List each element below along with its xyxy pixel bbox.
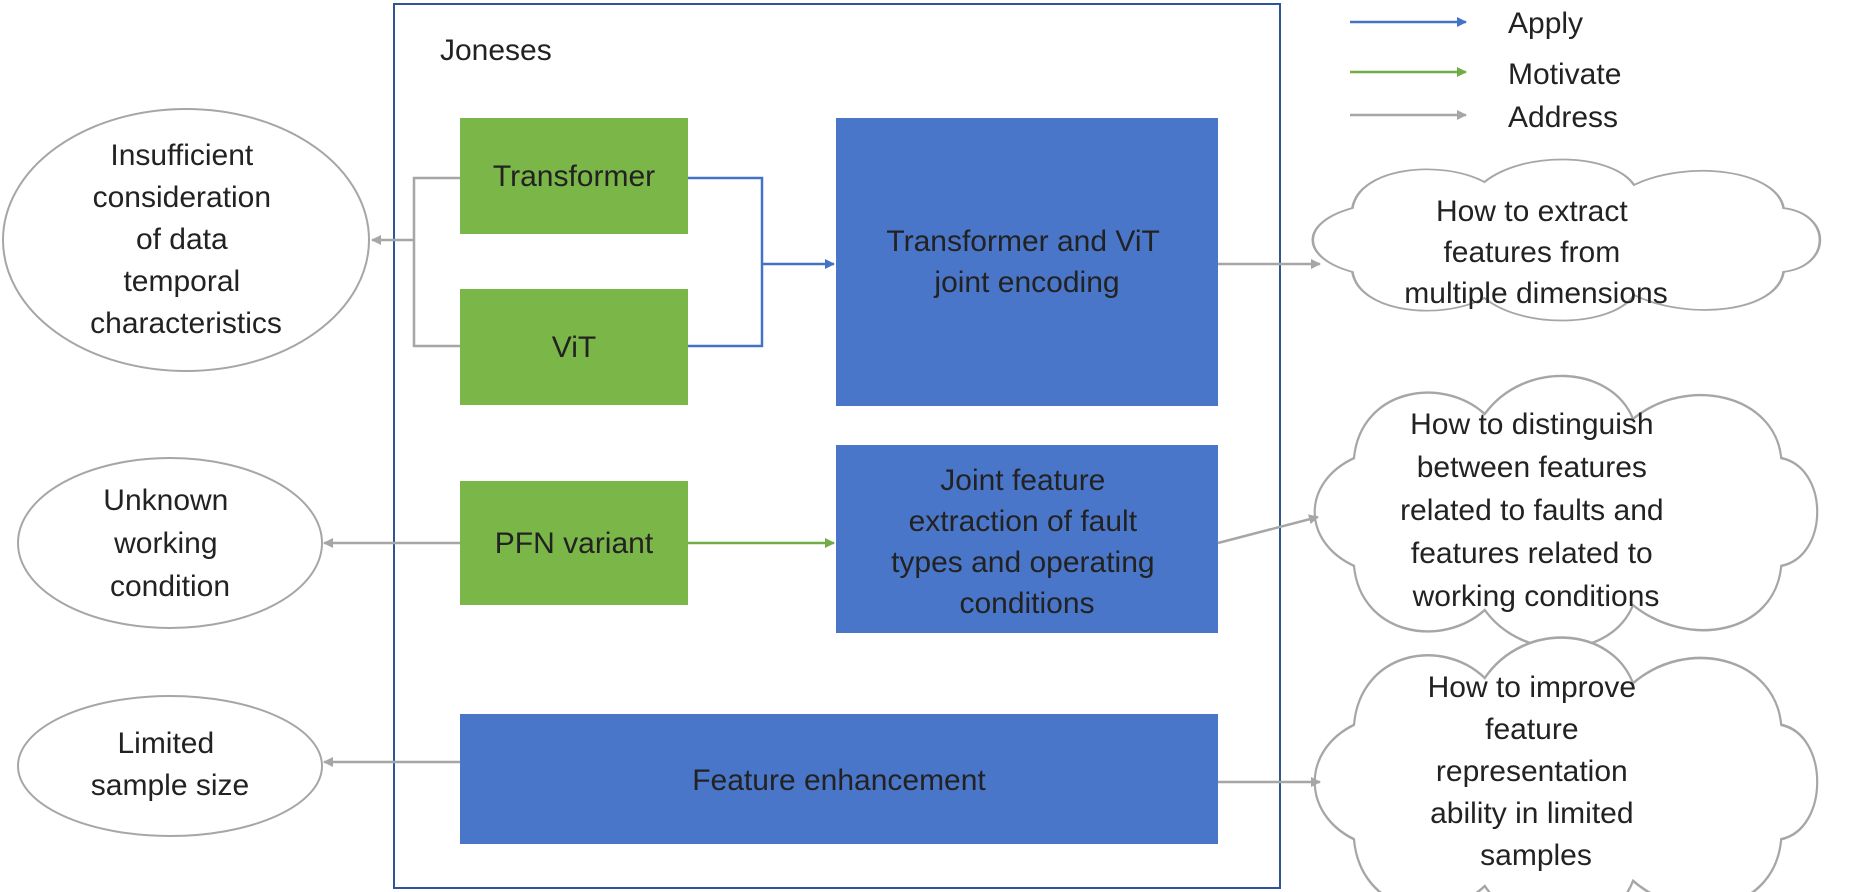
problem-unknown-line-1: Unknown bbox=[103, 484, 228, 517]
problem-limited-text: Limited sample size bbox=[91, 727, 249, 802]
question-distinguish-line-5: working conditions bbox=[1412, 580, 1660, 613]
joint-feature-label: Joint feature extraction of fault types … bbox=[891, 464, 1163, 620]
question-dimensions-line-2: features from bbox=[1443, 236, 1620, 269]
legend: Apply Motivate Address bbox=[1350, 7, 1621, 134]
problem-temporal-ellipse bbox=[2, 108, 370, 372]
problem-temporal-line-3: of data bbox=[136, 223, 228, 256]
address-transformer-connector bbox=[412, 176, 460, 348]
question-improve-line-2: feature bbox=[1485, 713, 1578, 746]
problem-unknown-line-3: condition bbox=[110, 570, 230, 603]
joint-encoding-box bbox=[836, 118, 1218, 406]
question-improve-line-3: representation bbox=[1436, 755, 1628, 788]
problem-temporal-line-5: characteristics bbox=[90, 307, 282, 340]
apply-vit-connector bbox=[688, 264, 764, 348]
problem-temporal-line-2: consideration bbox=[93, 181, 271, 214]
pfn-label: PFN variant bbox=[495, 527, 654, 560]
question-distinguish-line-1: How to distinguish bbox=[1410, 408, 1653, 441]
question-improve-line-5: samples bbox=[1480, 839, 1592, 872]
problem-limited-line-1: Limited bbox=[117, 727, 214, 760]
problem-unknown-ellipse bbox=[17, 457, 323, 629]
question-dimensions-line-3: multiple dimensions bbox=[1404, 277, 1667, 310]
frame-title: Joneses bbox=[440, 34, 552, 67]
apply-transformer-connector bbox=[688, 176, 764, 264]
problem-temporal-line-4: temporal bbox=[123, 265, 240, 298]
problem-unknown-line-2: working bbox=[113, 527, 217, 560]
question-dimensions-line-1: How to extract bbox=[1436, 195, 1628, 228]
legend-motivate-label: Motivate bbox=[1508, 58, 1621, 91]
question-distinguish-text: How to distinguish between features rela… bbox=[1400, 408, 1672, 613]
joint-encoding-line-2: joint encoding bbox=[933, 266, 1119, 299]
legend-apply-label: Apply bbox=[1508, 7, 1583, 40]
problem-limited-ellipse bbox=[17, 695, 323, 837]
problem-unknown-text: Unknown working condition bbox=[103, 484, 236, 603]
feature-enhancement-box bbox=[460, 714, 1218, 844]
question-distinguish-line-3: related to faults and bbox=[1400, 494, 1664, 527]
joint-feature-line-3: types and operating bbox=[891, 546, 1155, 579]
question-distinguish-line-4: features related to bbox=[1411, 537, 1653, 570]
pfn-box bbox=[460, 481, 688, 605]
joint-encoding-label: Transformer and ViT joint encoding bbox=[886, 225, 1167, 299]
joint-encoding-line-1: Transformer and ViT bbox=[886, 225, 1159, 258]
transformer-label: Transformer bbox=[493, 160, 655, 193]
problem-temporal-line-1: Insufficient bbox=[110, 139, 254, 172]
joint-feature-box bbox=[836, 445, 1218, 633]
vit-label: ViT bbox=[552, 331, 596, 364]
question-improve-line-4: ability in limited bbox=[1430, 797, 1633, 830]
question-improve-line-1: How to improve bbox=[1428, 671, 1636, 704]
problem-limited-line-2: sample size bbox=[91, 769, 249, 802]
joint-feature-line-2: extraction of fault bbox=[909, 505, 1138, 538]
joint-feature-line-1: Joint feature bbox=[940, 464, 1105, 497]
joneses-frame bbox=[393, 3, 1281, 889]
transformer-box bbox=[460, 118, 688, 234]
address-distinguish-arrow bbox=[1217, 514, 1319, 545]
feature-enhancement-label: Feature enhancement bbox=[692, 764, 986, 797]
vit-box bbox=[460, 289, 688, 405]
legend-address-label: Address bbox=[1508, 101, 1618, 134]
question-distinguish-line-2: between features bbox=[1417, 451, 1647, 484]
question-dimensions-text: How to extract features from multiple di… bbox=[1404, 195, 1667, 310]
joint-feature-line-4: conditions bbox=[959, 587, 1094, 620]
question-improve-text: How to improve feature representation ab… bbox=[1428, 671, 1645, 872]
problem-temporal-text: Insufficient consideration of data tempo… bbox=[90, 139, 282, 340]
